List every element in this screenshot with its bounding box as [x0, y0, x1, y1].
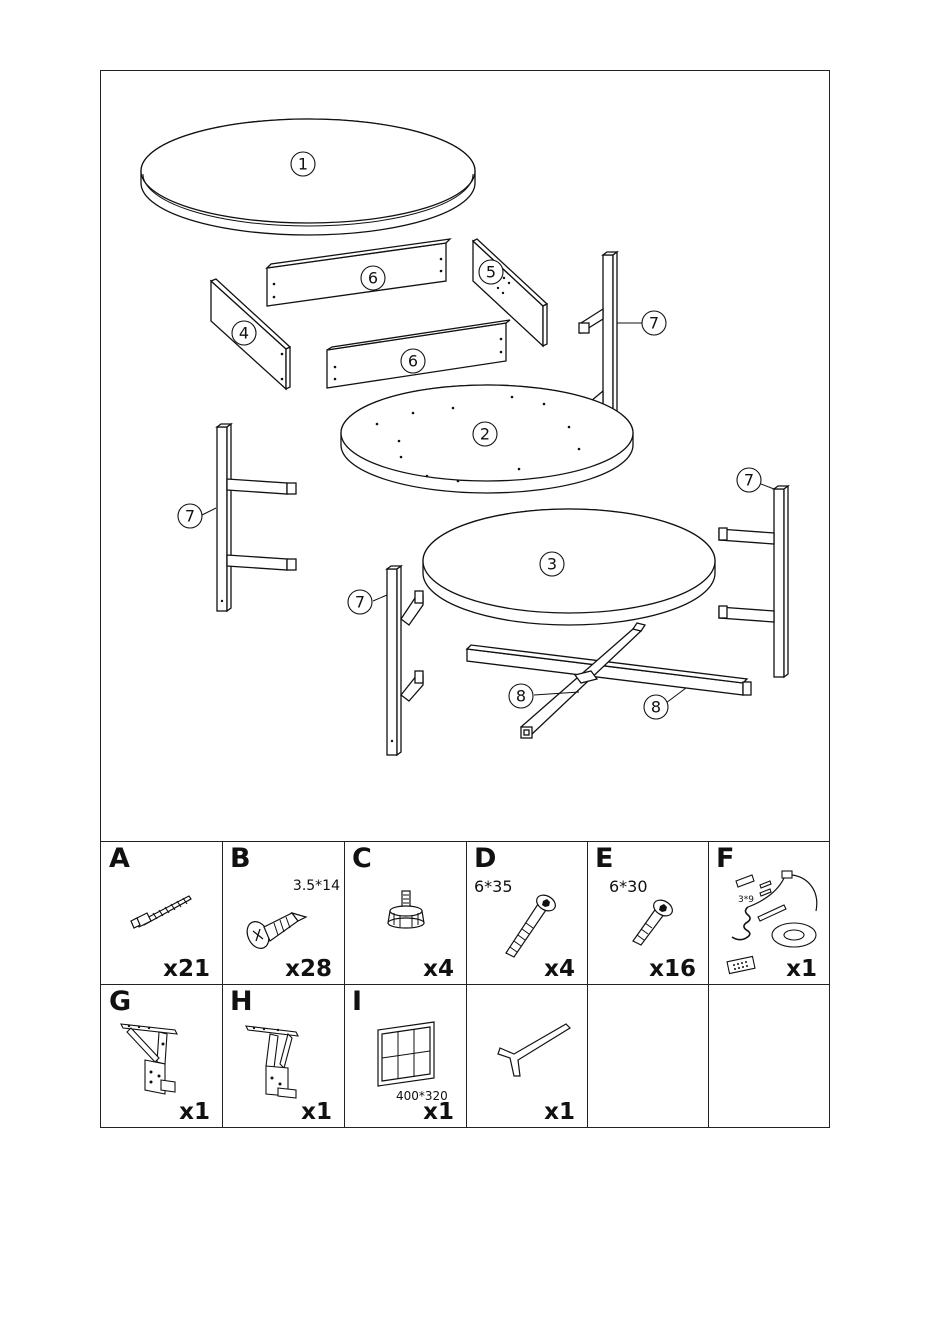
hardware-qty: x1 — [179, 1099, 210, 1125]
leg-7-center — [387, 566, 423, 755]
hardware-cell-allen-key: x1 — [466, 984, 587, 1127]
callout-7d: 7 — [348, 590, 372, 614]
hardware-cell-g: G x1 — [101, 984, 222, 1127]
callout-6b: 6 — [401, 349, 425, 373]
callout-label: 1 — [298, 155, 308, 174]
callout-label: 8 — [516, 687, 526, 706]
leg-7-left — [217, 424, 296, 611]
hardware-cell-f: F 3*9 x1 — [708, 841, 829, 984]
tabletop-3 — [423, 509, 715, 625]
callout-label: 5 — [486, 263, 496, 282]
callout-label: 7 — [355, 593, 365, 612]
hardware-cell-empty — [587, 984, 708, 1127]
hardware-cell-d: D 6*35 x4 — [466, 841, 587, 984]
callout-8b: 8 — [644, 695, 668, 719]
callout-1: 1 — [291, 152, 315, 176]
callout-label: 3 — [547, 555, 557, 574]
callout-label: 7 — [185, 507, 195, 526]
hardware-qty: x21 — [163, 956, 210, 982]
hardware-qty: x1 — [786, 956, 817, 982]
callout-label: 6 — [408, 352, 418, 371]
hardware-cell-e: E 6*30 x16 — [587, 841, 708, 984]
hardware-qty: x1 — [301, 1099, 332, 1125]
callout-7a: 7 — [642, 311, 666, 335]
hardware-cell-c: C x4 — [344, 841, 466, 984]
callout-2: 2 — [473, 422, 497, 446]
hardware-qty: x16 — [649, 956, 696, 982]
hardware-qty: x28 — [285, 956, 332, 982]
hardware-cell-b: B 3.5*14 x28 — [222, 841, 344, 984]
hardware-qty: x1 — [544, 1099, 575, 1125]
instruction-frame: .ln { fill:#fff; stroke:#111; stroke-wid… — [100, 70, 830, 1128]
exploded-view: .ln { fill:#fff; stroke:#111; stroke-wid… — [101, 71, 829, 841]
callout-4: 4 — [232, 321, 256, 345]
leg-7-right — [719, 486, 788, 677]
panel-6-back — [267, 239, 450, 306]
hardware-cell-i: I 400*320 x1 — [344, 984, 466, 1127]
callout-label: 2 — [480, 425, 490, 444]
callout-label: 7 — [649, 314, 659, 333]
callout-label: 8 — [651, 698, 661, 717]
hardware-cell-a: A x21 — [101, 841, 222, 984]
callout-5: 5 — [479, 260, 503, 284]
hardware-qty: x4 — [423, 956, 454, 982]
hardware-qty: x1 — [423, 1099, 454, 1125]
callout-7c: 7 — [737, 468, 761, 492]
callout-label: 6 — [368, 269, 378, 288]
leg-7-upper — [579, 252, 617, 415]
hardware-qty: x4 — [544, 956, 575, 982]
cross-base-8 — [467, 623, 751, 738]
callout-label: 7 — [744, 471, 754, 490]
hardware-cell-h: H x1 — [222, 984, 344, 1127]
callout-8a: 8 — [509, 684, 533, 708]
callout-label: 4 — [239, 324, 249, 343]
callout-6a: 6 — [361, 266, 385, 290]
hardware-cell-empty — [708, 984, 829, 1127]
tabletop-1 — [141, 119, 475, 235]
callout-3: 3 — [540, 552, 564, 576]
callout-7b: 7 — [178, 504, 202, 528]
